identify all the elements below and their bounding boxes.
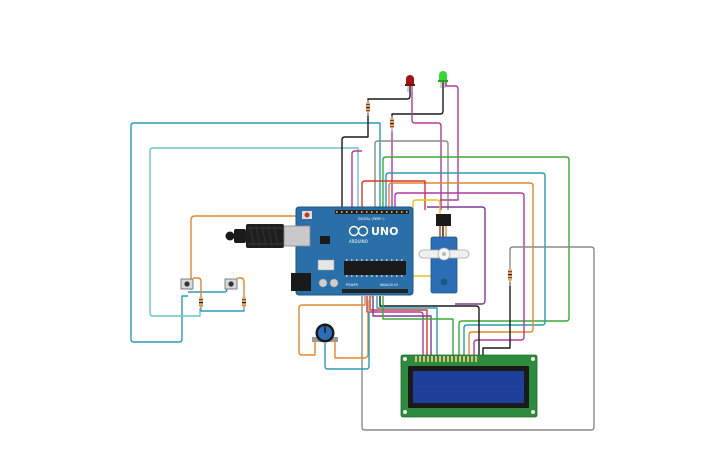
wire-red-lcd[interactable] [369, 296, 428, 355]
wire-magenta-lcd1[interactable] [366, 296, 424, 355]
wire-teal-right[interactable] [385, 172, 546, 355]
wire-black-led-red[interactable] [367, 86, 411, 105]
wire-purple-servo[interactable] [427, 206, 486, 305]
wire-green-right[interactable] [382, 156, 570, 355]
slide-switch[interactable] [225, 224, 285, 248]
wire-orange-button1[interactable] [193, 277, 202, 300]
wire-green-lcd[interactable] [382, 296, 454, 355]
wire-red-servo[interactable] [361, 180, 426, 210]
wire-gray-bottom[interactable] [361, 246, 595, 431]
resistor-button1[interactable] [199, 294, 203, 310]
resistor-red-led[interactable] [366, 100, 370, 116]
wire-black-lcd[interactable] [379, 296, 480, 355]
wire-black-resistor-board[interactable] [341, 113, 369, 210]
arduino-board[interactable]: UNO ARDUINO DIGITAL (PWM~) POWER ANALOG … [283, 206, 414, 296]
wire-orange-switch[interactable] [190, 215, 302, 290]
resistor-button2[interactable] [242, 294, 246, 310]
resistor-green-led[interactable] [390, 116, 394, 132]
lcd-display[interactable] [400, 354, 538, 418]
wire-lightteal-loop[interactable] [149, 147, 359, 317]
potentiometer[interactable] [312, 323, 338, 343]
led-red[interactable] [405, 75, 415, 92]
wire-magenta-right[interactable] [394, 192, 525, 355]
led-green[interactable] [438, 71, 448, 88]
header-analog-label: ANALOG IN [380, 283, 398, 287]
wire-teal-lcd[interactable] [376, 296, 438, 355]
microcontroller-chip [344, 261, 406, 275]
pushbutton-1[interactable] [180, 278, 194, 290]
servo-motor[interactable] [418, 214, 470, 294]
wire-orange-pot[interactable] [298, 296, 366, 356]
wire-black-lcd-resistor[interactable] [482, 282, 511, 355]
wire-orange-pot2[interactable] [334, 300, 369, 359]
dc-jack [291, 273, 311, 291]
header-power-analog [342, 289, 408, 293]
wire-teal-button-join[interactable] [200, 307, 245, 312]
wire-magenta-top[interactable] [351, 150, 362, 210]
wire-teal-left-loop[interactable] [130, 122, 381, 343]
wire-magenta-red-led[interactable] [411, 86, 442, 210]
board-brand: ARDUINO [349, 239, 368, 244]
pushbutton-2[interactable] [224, 278, 238, 290]
wire-yellow-servo[interactable] [412, 199, 441, 240]
wire-orange-button2[interactable] [237, 277, 245, 300]
wire-teal-pot[interactable] [324, 312, 370, 370]
board-logo: UNO [371, 225, 399, 238]
header-digital-label: DIGITAL (PWM~) [358, 217, 384, 221]
wire-purple-lcd[interactable] [372, 296, 432, 355]
resistor-lcd[interactable] [508, 266, 512, 286]
usb-port [283, 225, 311, 247]
header-power-label: POWER [346, 283, 359, 287]
wire-magenta-green-led[interactable] [440, 82, 459, 201]
resistors [199, 100, 512, 310]
wire-gray-top[interactable] [374, 140, 449, 210]
wire-black-led-green[interactable] [391, 82, 444, 120]
wire-orange-right[interactable] [388, 182, 534, 355]
